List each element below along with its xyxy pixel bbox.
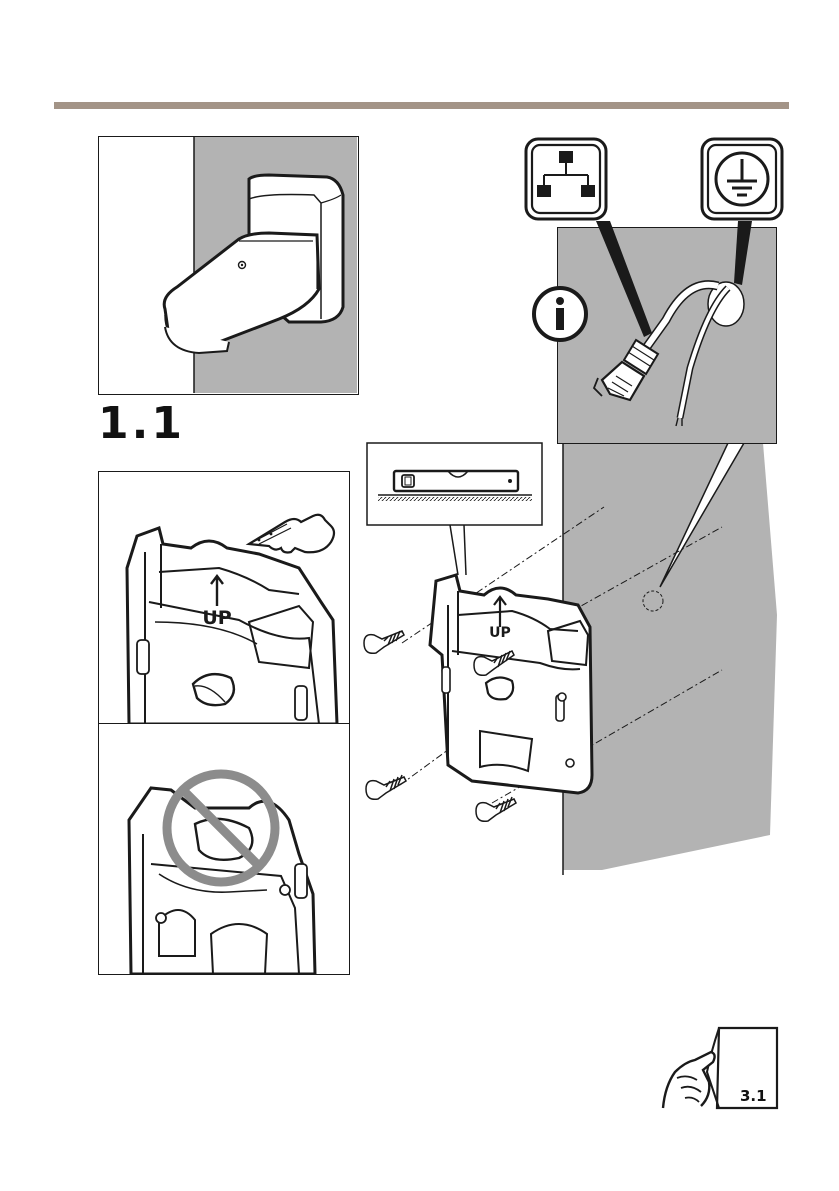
screw (366, 775, 406, 799)
bracket-up-marking-3d: UP (489, 625, 511, 641)
network-icon (524, 137, 654, 337)
next-step-reference: 3.1 (740, 1087, 767, 1105)
wall-bracket: UP (430, 575, 592, 793)
header-rule (54, 102, 789, 109)
spirit-level-icon (367, 443, 542, 575)
pointing-hand-icon (249, 515, 334, 553)
bracket-up-marking: UP (202, 607, 231, 629)
bracket-correct-panel: UP (98, 471, 350, 724)
ground-icon (700, 137, 790, 287)
step-number: 1.1 (98, 398, 185, 449)
screw (364, 631, 404, 653)
bracket-incorrect-panel (98, 724, 350, 975)
mounted-bracket-panel (98, 136, 359, 395)
